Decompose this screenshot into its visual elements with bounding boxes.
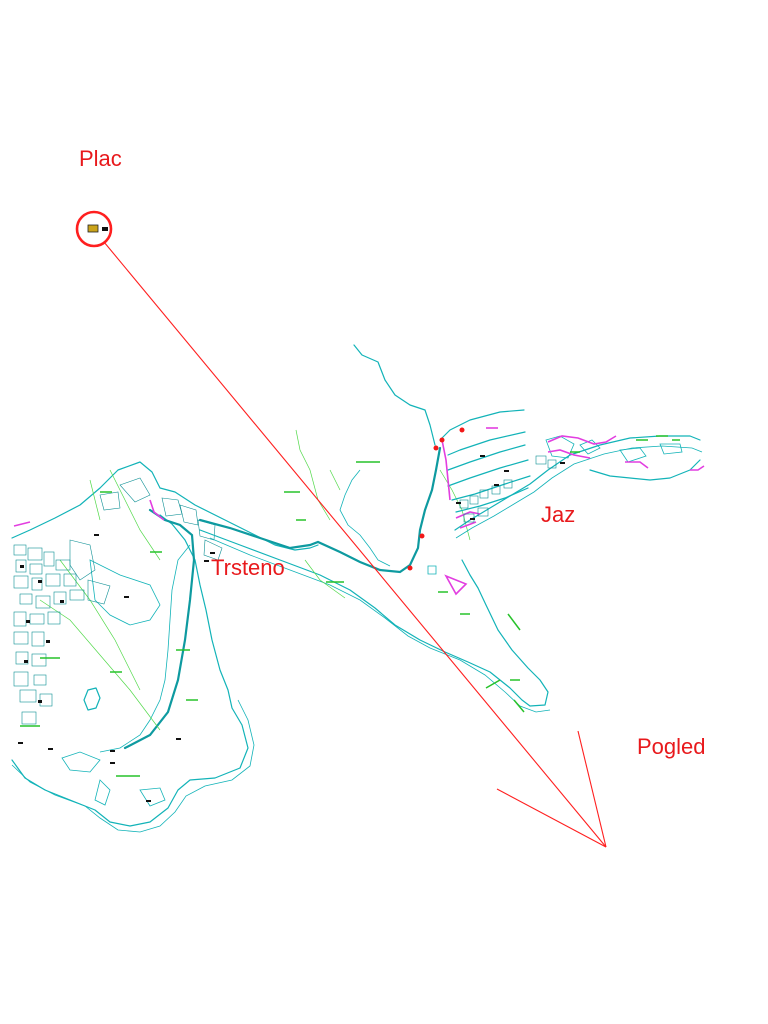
- west-settlement-plots: [13, 477, 223, 802]
- arrow-icon: [103, 241, 607, 848]
- central-coast: [198, 344, 551, 713]
- circle-marker-icon: [75, 210, 113, 248]
- label-jaz: Jaz: [541, 502, 576, 527]
- label-pogled: Pogled: [637, 734, 706, 759]
- label-trsteno: Trsteno: [211, 555, 285, 580]
- west-peninsula: [11, 461, 319, 833]
- jaz-bay: [13, 409, 705, 596]
- road-markers: [407, 427, 465, 571]
- label-plac: Plac: [79, 146, 122, 171]
